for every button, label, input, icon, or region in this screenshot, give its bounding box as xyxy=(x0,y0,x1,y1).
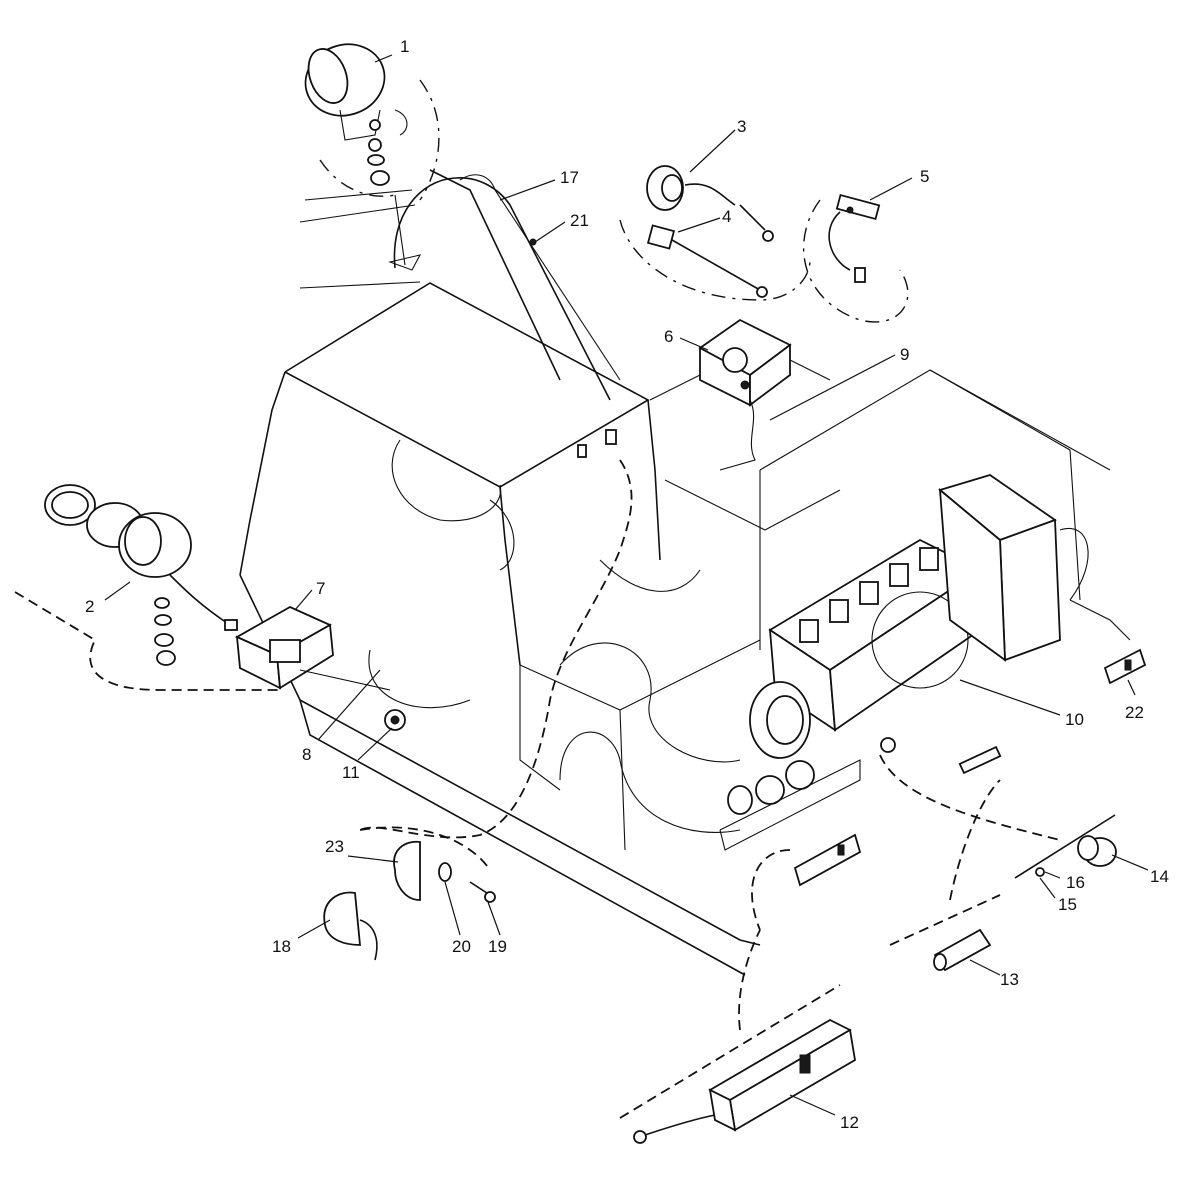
relay-box-part-6 xyxy=(698,318,792,471)
callout-13: 13 xyxy=(1000,970,1019,989)
callout-8: 8 xyxy=(302,745,311,764)
callout-17: 17 xyxy=(560,168,579,187)
callout-5: 5 xyxy=(920,167,929,186)
callout-23: 23 xyxy=(325,837,344,856)
callout-16: 16 xyxy=(1066,873,1085,892)
callout-leaders xyxy=(104,54,1149,1116)
parts-14-15-16 xyxy=(879,737,1117,879)
callout-11: 11 xyxy=(342,763,360,782)
callout-21: 21 xyxy=(570,211,589,230)
callout-15: 15 xyxy=(1058,895,1077,914)
callout-7: 7 xyxy=(316,579,325,598)
sensor-part-4 xyxy=(619,219,811,301)
callout-19: 19 xyxy=(488,937,507,956)
horn-parts-18-19-20-23 xyxy=(323,826,496,961)
fuse-module xyxy=(751,833,862,931)
callout-3: 3 xyxy=(737,117,746,136)
callout-2: 2 xyxy=(85,597,94,616)
controller-unit-part-12 xyxy=(619,929,856,1144)
callout-14: 14 xyxy=(1150,867,1169,886)
radiator-assembly xyxy=(938,474,1089,662)
gauge-part-3 xyxy=(646,165,774,242)
callout-12: 12 xyxy=(840,1113,859,1132)
callout-1: 1 xyxy=(400,37,409,56)
module-part-22 xyxy=(1069,599,1147,685)
callout-20: 20 xyxy=(452,937,471,956)
switch-plate-part-5 xyxy=(802,193,909,323)
main-harness xyxy=(359,429,633,839)
connector-part-11 xyxy=(384,709,406,731)
callout-10: 10 xyxy=(1065,710,1084,729)
engine-part-10 xyxy=(719,538,982,851)
callout-6: 6 xyxy=(664,327,673,346)
harness-17-21 xyxy=(459,174,621,381)
control-box-part-7 xyxy=(235,605,391,691)
callout-18: 18 xyxy=(272,937,291,956)
headlamp-left-part xyxy=(14,484,280,691)
callout-4: 4 xyxy=(722,207,731,226)
callout-labels: 1 2 3 4 5 6 7 8 9 10 11 12 13 14 15 16 1… xyxy=(85,37,1169,1132)
callout-22: 22 xyxy=(1125,703,1144,722)
callout-9: 9 xyxy=(900,345,909,364)
part-13 xyxy=(889,779,1001,972)
headlamp-upper-part xyxy=(304,43,440,271)
edge-leader-lines xyxy=(299,189,421,289)
